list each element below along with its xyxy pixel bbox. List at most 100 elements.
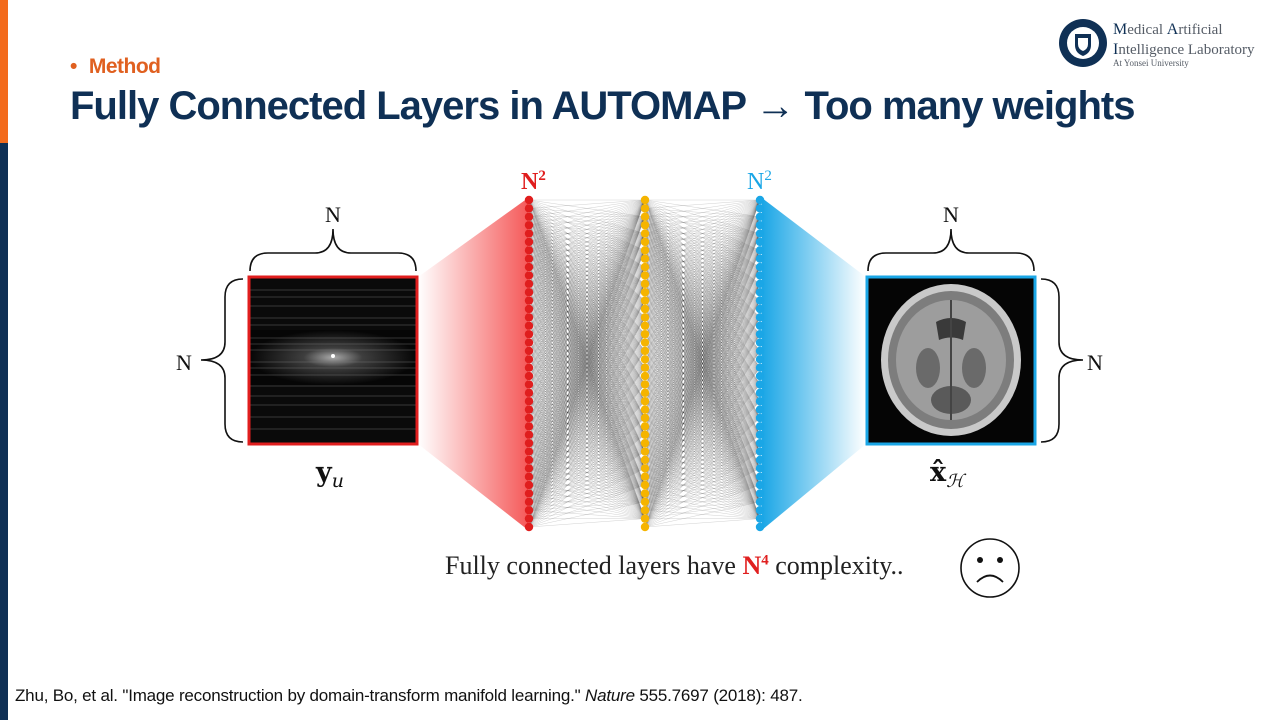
network-edge — [528, 233, 646, 502]
network-edge — [528, 401, 646, 469]
network-edge — [528, 375, 646, 469]
network-edge — [644, 350, 761, 435]
network-edge — [528, 199, 646, 217]
network-edge — [644, 300, 761, 335]
network-edge — [644, 266, 761, 335]
network-edge — [528, 250, 646, 343]
network-edge — [528, 199, 646, 318]
network-edge — [644, 208, 761, 268]
network-edge — [644, 250, 761, 318]
network-edge — [528, 334, 646, 360]
network-edge — [528, 350, 646, 469]
network-edge — [644, 275, 761, 335]
network-edge — [644, 300, 761, 486]
network-edge — [528, 409, 646, 435]
network-edge — [644, 367, 761, 494]
network-edge — [528, 199, 646, 251]
input-layer-node — [524, 455, 534, 465]
network-edge — [528, 250, 646, 444]
network-edge — [644, 325, 761, 385]
network-edge — [644, 233, 761, 251]
network-edge — [644, 233, 761, 519]
network-edge — [644, 300, 761, 469]
network-edge — [528, 275, 646, 486]
network-edge — [644, 384, 761, 511]
network-edge — [528, 275, 646, 402]
network-edge — [644, 250, 761, 301]
network-edge — [528, 250, 646, 284]
network-edge — [644, 384, 761, 486]
network-edge — [528, 266, 646, 284]
network-edge — [644, 216, 761, 335]
network-edge — [644, 233, 761, 477]
network-edge — [644, 267, 761, 452]
network-edge — [644, 334, 761, 402]
network-edge — [528, 275, 646, 284]
network-edge — [528, 216, 646, 318]
input-layer-node — [524, 497, 534, 507]
network-edge — [644, 283, 761, 511]
network-edge — [644, 292, 761, 486]
network-edge — [644, 199, 761, 460]
network-edge — [644, 350, 761, 402]
network-edge — [644, 350, 761, 402]
network-edge — [528, 250, 646, 402]
network-edge — [528, 225, 646, 452]
input-layer-label: N2 — [521, 168, 546, 195]
network-edge — [644, 401, 761, 427]
network-edge — [528, 208, 646, 402]
network-edge — [644, 367, 761, 410]
output-layer-node — [755, 338, 765, 347]
network-edge — [644, 250, 761, 293]
network-edge — [528, 233, 646, 352]
network-edge — [528, 300, 646, 469]
network-edge — [528, 216, 646, 301]
network-edge — [528, 208, 646, 368]
network-edge — [644, 266, 761, 410]
network-edge — [528, 275, 646, 318]
output-layer-node — [755, 279, 765, 289]
network-edge — [528, 283, 646, 494]
network-edge — [644, 233, 761, 402]
network-edge — [644, 317, 761, 335]
network-edge — [528, 241, 646, 284]
network-edge — [644, 367, 761, 502]
network-edge — [644, 225, 761, 402]
network-edge — [528, 317, 646, 435]
network-edge — [528, 367, 646, 461]
network-edge — [644, 350, 761, 368]
network-edge — [528, 216, 646, 502]
network-edge — [644, 308, 761, 452]
network-edge — [644, 342, 761, 469]
network-edge — [528, 300, 646, 352]
network-edge — [528, 308, 646, 435]
network-edge — [528, 359, 646, 452]
network-edge — [644, 283, 761, 486]
network-edge — [528, 233, 646, 511]
output-funnel — [762, 198, 866, 530]
network-edge — [644, 300, 761, 385]
output-layer-node — [755, 422, 765, 431]
network-edge — [528, 216, 646, 486]
network-edge — [644, 300, 761, 519]
network-edge — [528, 283, 646, 427]
network-edge — [644, 216, 761, 469]
network-edge — [528, 275, 646, 385]
network-edge — [644, 199, 761, 293]
network-edge — [644, 350, 761, 494]
network-edge — [528, 233, 646, 310]
input-layer-node — [524, 397, 534, 406]
network-edge — [528, 267, 646, 519]
network-edge — [644, 199, 761, 301]
network-edge — [644, 409, 761, 452]
network-edge — [528, 350, 646, 427]
hidden-layer-node — [640, 279, 650, 289]
network-edge — [644, 199, 761, 226]
network-edge — [644, 250, 761, 268]
network-edge — [644, 267, 761, 452]
output-layer-node — [755, 329, 765, 339]
network-edge — [644, 417, 761, 486]
network-edge — [528, 401, 646, 477]
network-edge — [528, 292, 646, 452]
network-edge — [528, 468, 646, 519]
